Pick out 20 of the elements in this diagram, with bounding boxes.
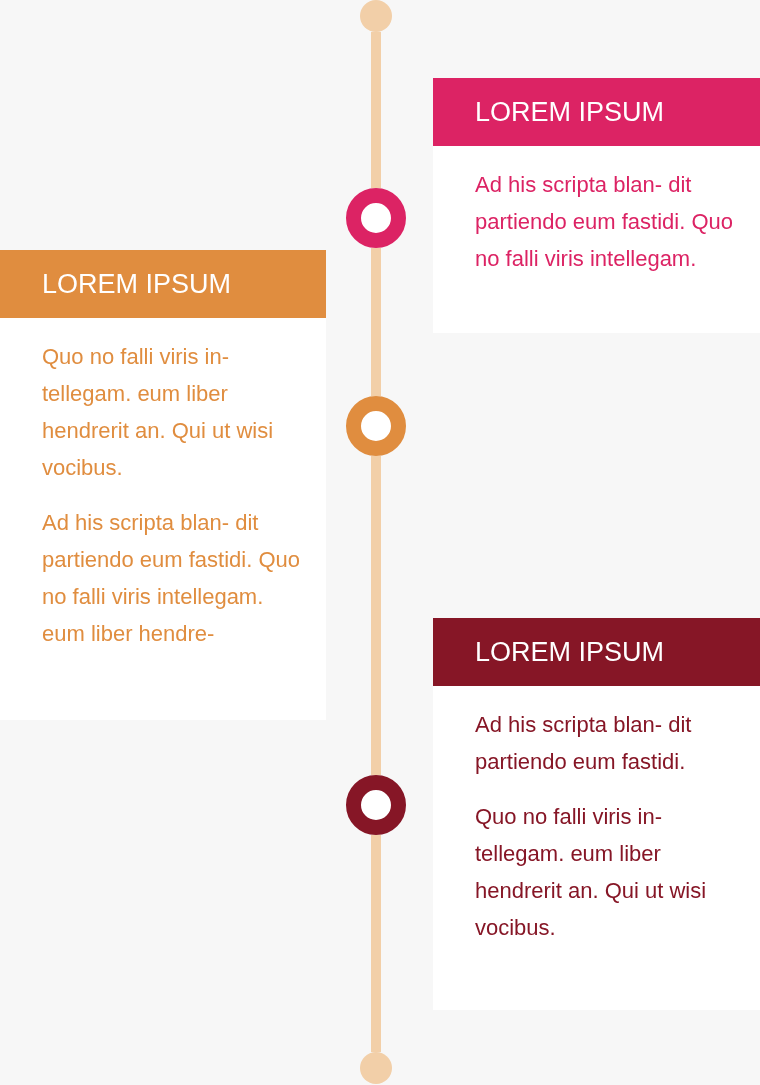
- timeline-line: [371, 248, 381, 396]
- card-text: Ad his scripta blan- dit partiendo eum fastidi. Quo no falli viris intellegam.: [475, 171, 735, 273]
- card-header: LOREM IPSUM: [433, 78, 760, 146]
- timeline-card: [433, 78, 760, 333]
- timeline-card: [0, 250, 326, 720]
- card-text: Ad his scripta blan- dit partiendo eum fastidi. Quo no falli viris intellegam. eum liber hendre-: [42, 509, 302, 648]
- timeline-end-dot: [360, 1052, 392, 1084]
- timeline-line: [371, 835, 381, 1052]
- card-text: Quo no falli viris in- tellegam. eum liber hendrerit an. Qui ut wisi vocibus.: [475, 803, 708, 942]
- timeline-card: [433, 618, 760, 1010]
- timeline-ring-marker: [346, 775, 406, 835]
- card-header: LOREM IPSUM: [433, 618, 760, 686]
- timeline-ring-marker: [346, 396, 406, 456]
- card-text: Ad his scripta blan- dit partiendo eum fastidi.: [475, 711, 693, 776]
- timeline-ring-marker: [346, 188, 406, 248]
- timeline-line: [371, 456, 381, 775]
- timeline-line: [371, 32, 381, 188]
- card-text: Quo no falli viris in- tellegam. eum liber hendrerit an. Qui ut wisi vocibus.: [42, 343, 275, 482]
- timeline-end-dot: [360, 0, 392, 32]
- card-header: LOREM IPSUM: [0, 250, 326, 318]
